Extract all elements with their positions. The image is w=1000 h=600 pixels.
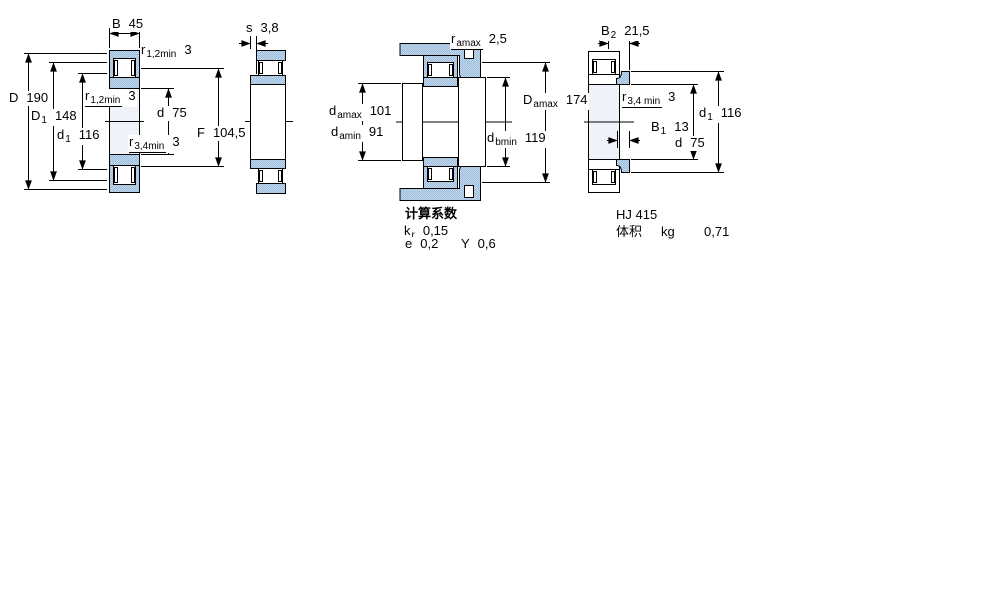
mass-label: 体积 <box>615 224 644 239</box>
hj-ring-top <box>616 71 630 85</box>
inner-ring-top <box>109 77 140 89</box>
shaft-shoulder <box>402 83 423 161</box>
side-section-view <box>239 36 293 194</box>
hj-ring-bottom <box>616 159 630 173</box>
abutment-collar <box>458 77 486 167</box>
calculation-factors-title: 计算系数 <box>404 206 459 221</box>
mounted-section-view <box>358 43 550 201</box>
hj-ring-view <box>584 36 724 193</box>
mass-unit: kg <box>660 224 676 239</box>
mass-value: 0,71 <box>703 224 731 239</box>
product-designation: HJ 415 <box>615 207 659 222</box>
inner-ring-bottom <box>109 154 140 166</box>
